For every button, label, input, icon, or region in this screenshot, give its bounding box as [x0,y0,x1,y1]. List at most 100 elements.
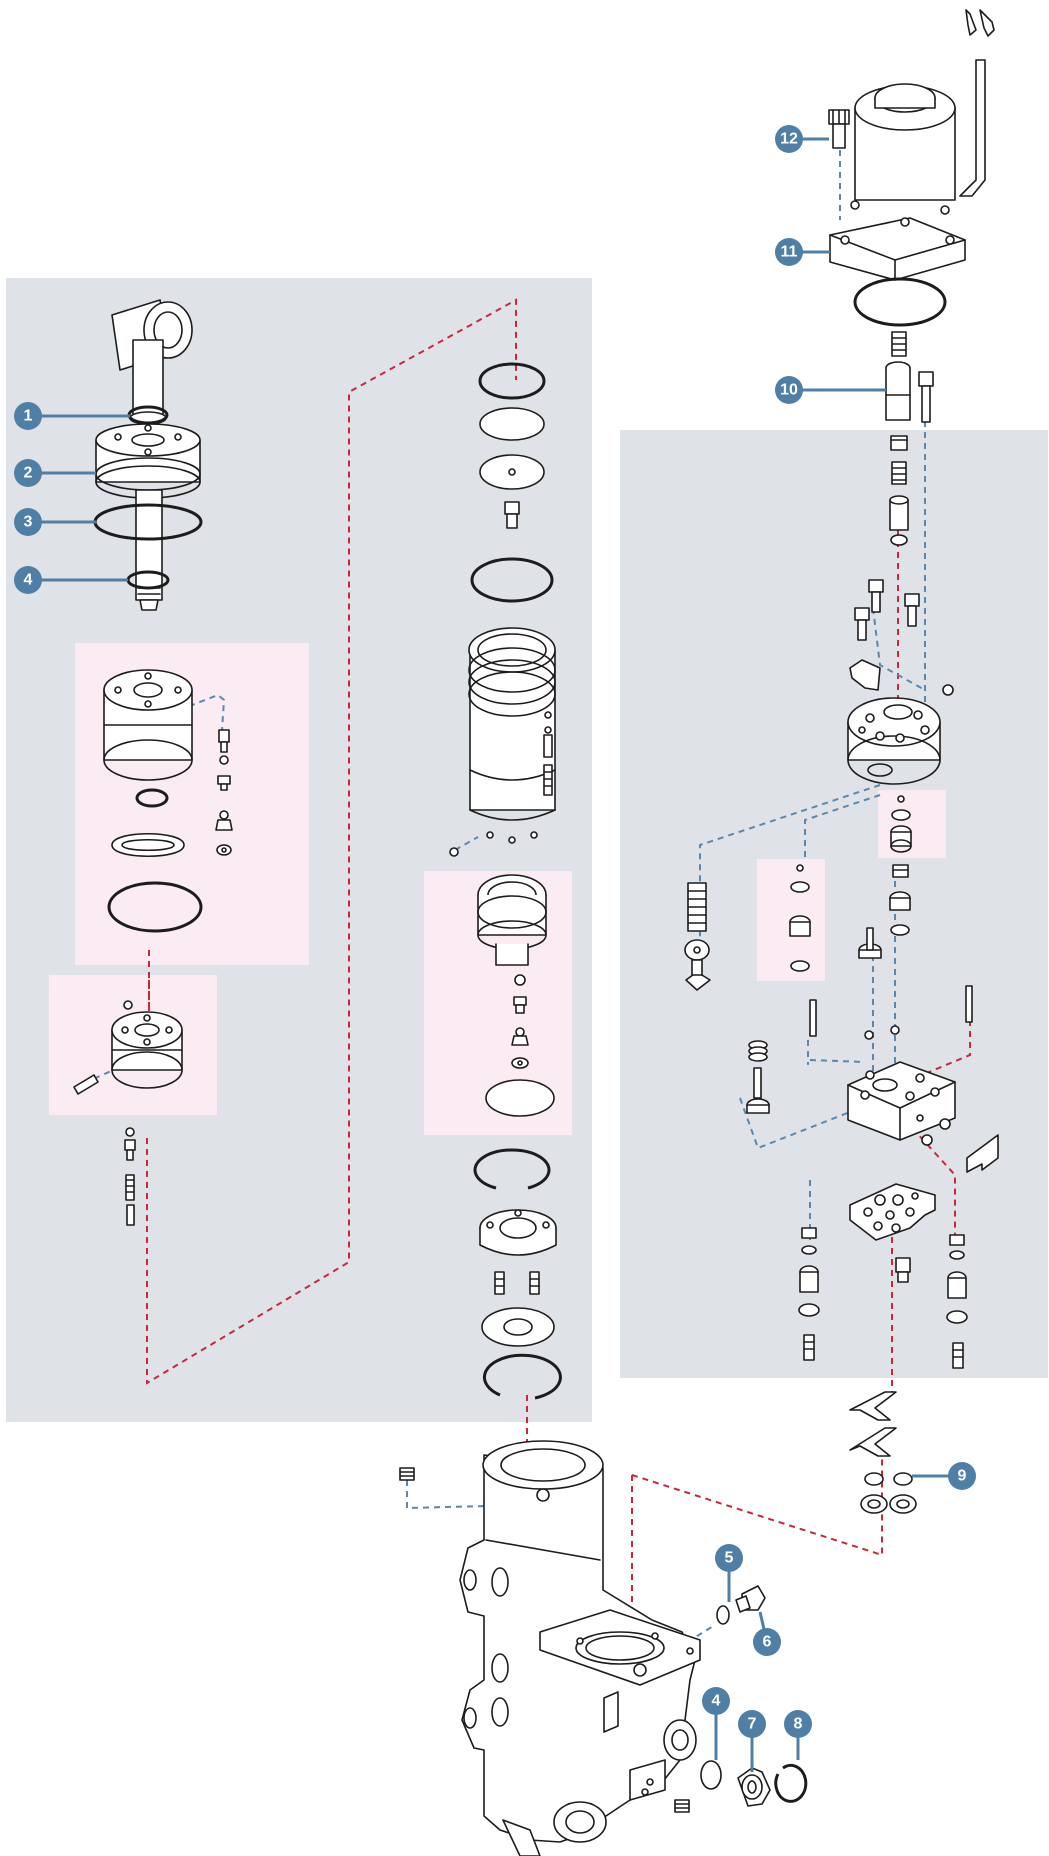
callout-10: 10 [775,376,886,404]
callout-6: 6 [753,1611,781,1656]
callout-8-label: 8 [794,1716,803,1733]
callout-5: 5 [715,1544,743,1602]
alignment-line-screws-blue [872,607,926,691]
o-ring-9a [864,1472,884,1486]
pump-drive-gear-left [746,1067,770,1114]
gear-pump-housing [847,1061,956,1141]
callout-4-rod-label: 4 [24,572,33,589]
callout-4-body: 4 [702,1687,730,1760]
alignment-line-cylinder-blue [454,836,479,851]
pump-small-o-ring-top [890,534,908,546]
pump-spring-stack-left [687,882,707,932]
pump-ball-a [864,1030,874,1040]
cylinder-spring-pin [543,734,553,796]
snap-ring-upper [473,1148,551,1190]
pump-dowel-left [809,999,817,1037]
motor-screw-12 [828,109,850,149]
alignment-line-gearpump-blue [739,1097,856,1150]
pump-valve-stem-left [684,939,711,991]
small-valve-panel-right [878,790,946,858]
callout-6-label: 6 [763,1634,772,1651]
filter-element-2 [849,1427,897,1457]
right-assembly-panel [620,430,1048,1378]
pump-washer-3 [790,960,810,972]
snap-ring-lower [482,1353,562,1400]
o-ring-motor [853,277,947,327]
o-ring-fitting-4 [700,1760,722,1790]
manual-release-valve-body [111,1011,183,1089]
body-plug-left [399,1467,415,1481]
fitting-bolt-6 [735,1585,766,1613]
piston-small-o-ring [135,788,169,808]
callout-1-label: 1 [24,408,33,425]
valve-pin [73,1074,99,1095]
callout-2: 2 [14,459,96,487]
callout-11-label: 11 [781,244,798,261]
body-plug-bottom [674,1799,690,1813]
piston-screw [218,729,230,753]
check-valve-poppet [511,1027,529,1046]
pump-drive-gear-top [858,927,882,959]
pump-plunger [889,495,909,531]
pump-spring-mid [892,864,909,878]
piston-spring-seat [216,844,232,856]
callout-4-body-label: 4 [712,1693,721,1710]
callout-7-label: 7 [748,1716,757,1733]
pump-ring-mid [890,924,910,936]
callout-10-label: 10 [780,382,798,399]
piston [103,669,193,781]
check-valve-housing [477,874,547,966]
alignment-line-plug-blue [406,1480,528,1510]
callout-7: 7 [738,1710,766,1772]
filter-element-1 [849,1391,897,1421]
callout-11: 11 [775,238,830,266]
cylinder-top-cap [479,454,545,490]
o-ring-9b [893,1472,913,1486]
pump-check-left [798,1227,820,1361]
pump-check-right [946,1234,968,1369]
pump-spring-top [891,461,907,485]
trim-tilt-main-body [459,1440,701,1856]
callout-4-rod: 4 [14,566,128,594]
alignment-line-body-red [631,1450,883,1557]
cylinder-end-cap [479,1209,557,1256]
o-ring-piston-large [107,881,203,933]
backup-ring-9b [889,1494,917,1514]
motor-coupling-spring [891,331,907,357]
backup-ring-9a [860,1494,888,1514]
valve-poppet-lower [124,1139,136,1161]
pump-ball-b [890,1025,900,1035]
pump-plug-top [890,435,908,451]
pump-ball-2 [796,864,804,872]
callout-1: 1 [14,402,130,430]
pump-gasket-piece [966,1134,999,1173]
pump-screw-c [904,593,920,627]
trim-motor [829,9,995,281]
check-valve-spring-seat [511,1057,529,1069]
callout-3-label: 3 [24,514,33,531]
alignment-line-pump-mid-blue [804,794,881,860]
o-ring-fitting-5 [716,1605,730,1625]
snap-ring-8 [774,1763,808,1803]
pump-dowel-right [965,985,973,1023]
trim-cylinder [468,627,556,844]
cylinder-top-disc [479,407,545,441]
valve-ball-lower [125,1127,135,1137]
gear-pump-plate [849,1183,936,1241]
valve-pin-lower [126,1204,135,1226]
cylinder-cap-screw [504,501,520,529]
callout-8: 8 [784,1710,812,1760]
oil-pump-body [847,697,941,785]
o-ring-cylinder-top [478,362,546,400]
check-valve-ball [514,974,526,986]
pump-poppet-1 [890,825,912,853]
check-valve-disc [485,1079,555,1117]
callout-9: 9 [912,1462,976,1490]
o-ring-cylinder-large [470,557,554,603]
callout-12: 12 [775,125,829,153]
alignment-line-dowel-left-blue [809,1059,866,1063]
end-cap-washer [481,1307,555,1347]
valve-ball-top [123,1000,133,1010]
callout-3: 3 [14,508,96,536]
flat-gasket [111,833,185,857]
